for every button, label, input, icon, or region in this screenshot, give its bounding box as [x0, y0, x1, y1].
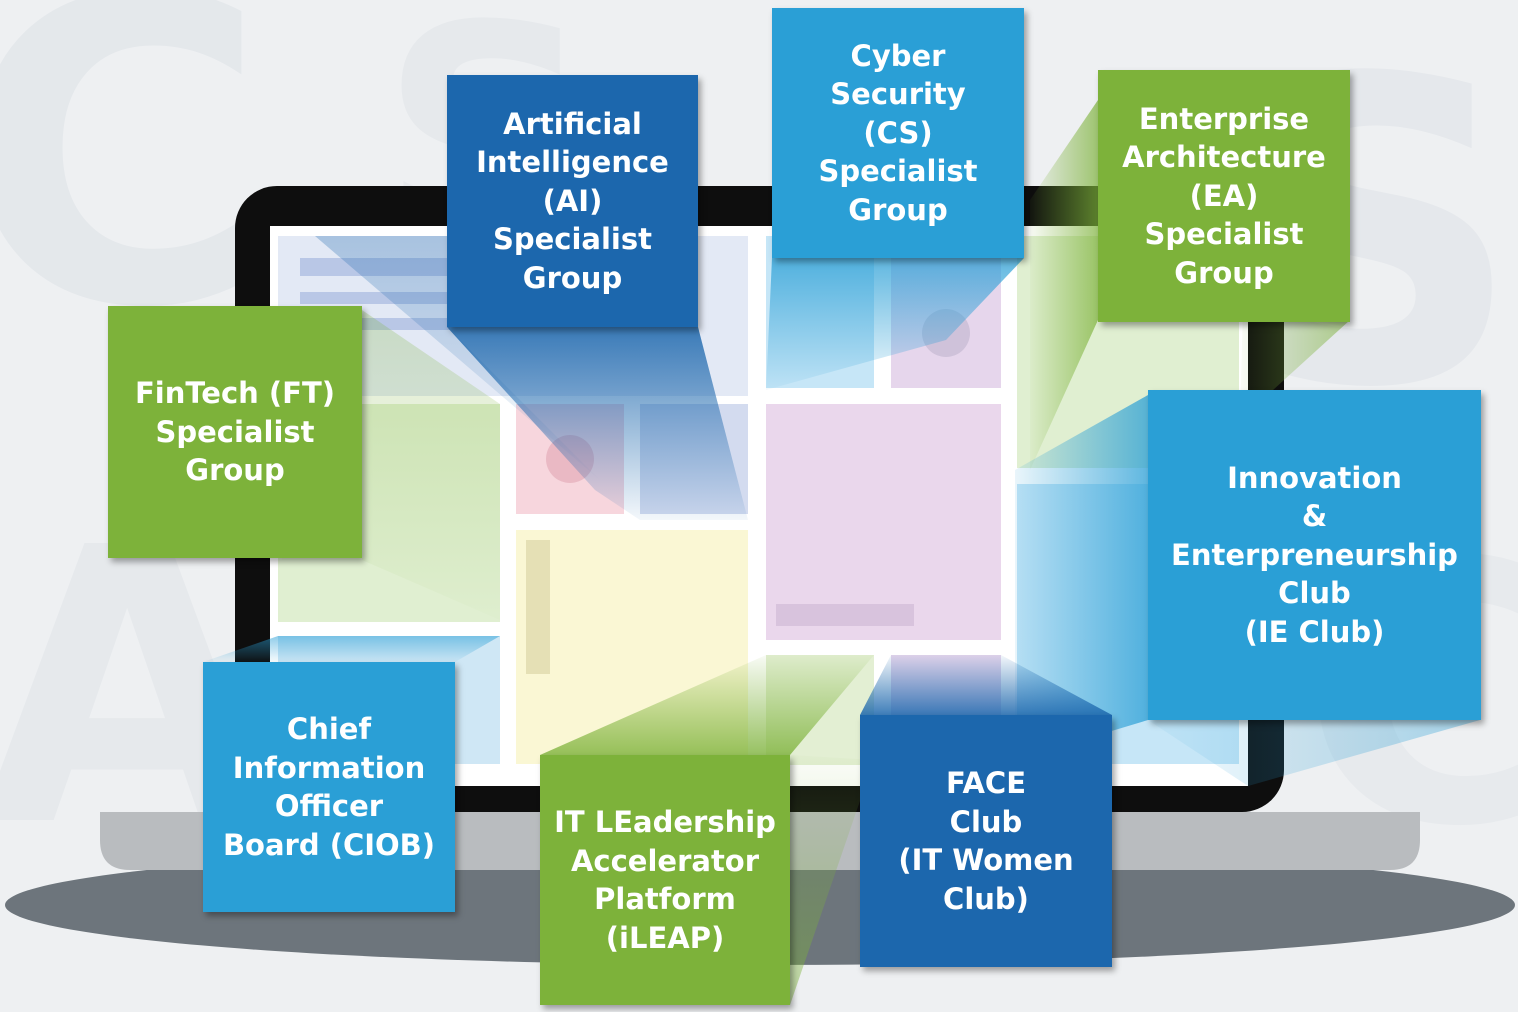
node-fintech-specialist-group: FinTech (FT) Specialist Group — [108, 306, 362, 558]
node-ciob-label: Chief Information Officer Board (CIOB) — [222, 712, 436, 862]
node-enterprise-architecture-specialist-group: Enterprise Architecture (EA) Specialist … — [1098, 70, 1350, 322]
node-ai-specialist-group: Artificial Intelligence (AI) Specialist … — [447, 75, 698, 327]
node-it-leadership-accelerator-platform: IT LEadership Accelerator Platform (iLEA… — [540, 755, 790, 1005]
node-face-label: FACE Club (IT Women Club) — [898, 766, 1074, 916]
node-ai-label: Artificial Intelligence (AI) Specialist … — [476, 106, 669, 295]
node-cs-label: Cyber Security (CS) Specialist Group — [818, 38, 978, 227]
node-ft-label: FinTech (FT) Specialist Group — [134, 376, 336, 488]
node-chief-information-officer-board: Chief Information Officer Board (CIOB) — [203, 662, 455, 912]
node-innovation-enterpreneurship-club: Innovation & Enterpreneurship Club (IE C… — [1148, 390, 1481, 720]
node-ie-label: Innovation & Enterpreneurship Club (IE C… — [1171, 460, 1458, 649]
projection-beams — [203, 100, 1480, 1005]
node-cyber-security-specialist-group: Cyber Security (CS) Specialist Group — [772, 8, 1024, 258]
node-face-club: FACE Club (IT Women Club) — [860, 715, 1112, 967]
node-ea-label: Enterprise Architecture (EA) Specialist … — [1122, 101, 1326, 290]
node-ileap-label: IT LEadership Accelerator Platform (iLEA… — [554, 805, 776, 955]
